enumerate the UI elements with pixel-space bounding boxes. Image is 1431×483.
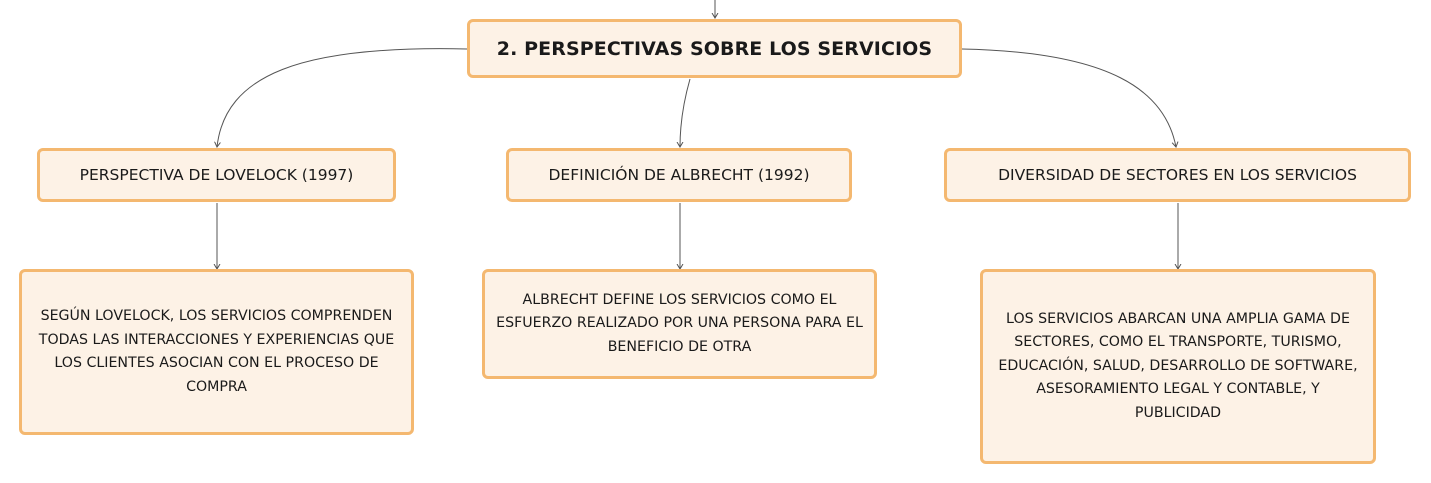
root-title: 2. PERSPECTIVAS SOBRE LOS SERVICIOS xyxy=(496,37,933,60)
detail-diversidad-text: LOS SERVICIOS ABARCAN UNA AMPLIA GAMA DE… xyxy=(998,310,1358,421)
branch-diversidad-label: DIVERSIDAD DE SECTORES EN LOS SERVICIOS xyxy=(998,166,1357,184)
branch-lovelock[interactable]: PERSPECTIVA DE LOVELOCK (1997) xyxy=(37,148,396,202)
connector-root-diversidad xyxy=(961,48,1176,147)
detail-lovelock[interactable]: SEGÚN LOVELOCK, LOS SERVICIOS COMPRENDEN… xyxy=(19,269,414,435)
detail-lovelock-text: SEGÚN LOVELOCK, LOS SERVICIOS COMPRENDEN… xyxy=(38,308,395,395)
detail-diversidad[interactable]: LOS SERVICIOS ABARCAN UNA AMPLIA GAMA DE… xyxy=(980,269,1376,464)
detail-albrecht[interactable]: ALBRECHT DEFINE LOS SERVICIOS COMO EL ES… xyxy=(482,269,877,379)
branch-albrecht-label: DEFINICIÓN DE ALBRECHT (1992) xyxy=(548,166,810,184)
branch-albrecht[interactable]: DEFINICIÓN DE ALBRECHT (1992) xyxy=(506,148,852,202)
connector-root-lovelock xyxy=(217,48,468,147)
root-node[interactable]: 2. PERSPECTIVAS SOBRE LOS SERVICIOS xyxy=(467,19,962,78)
connector-root-albrecht xyxy=(680,78,691,147)
branch-lovelock-label: PERSPECTIVA DE LOVELOCK (1997) xyxy=(79,166,354,184)
branch-diversidad[interactable]: DIVERSIDAD DE SECTORES EN LOS SERVICIOS xyxy=(944,148,1411,202)
detail-albrecht-text: ALBRECHT DEFINE LOS SERVICIOS COMO EL ES… xyxy=(496,291,863,355)
